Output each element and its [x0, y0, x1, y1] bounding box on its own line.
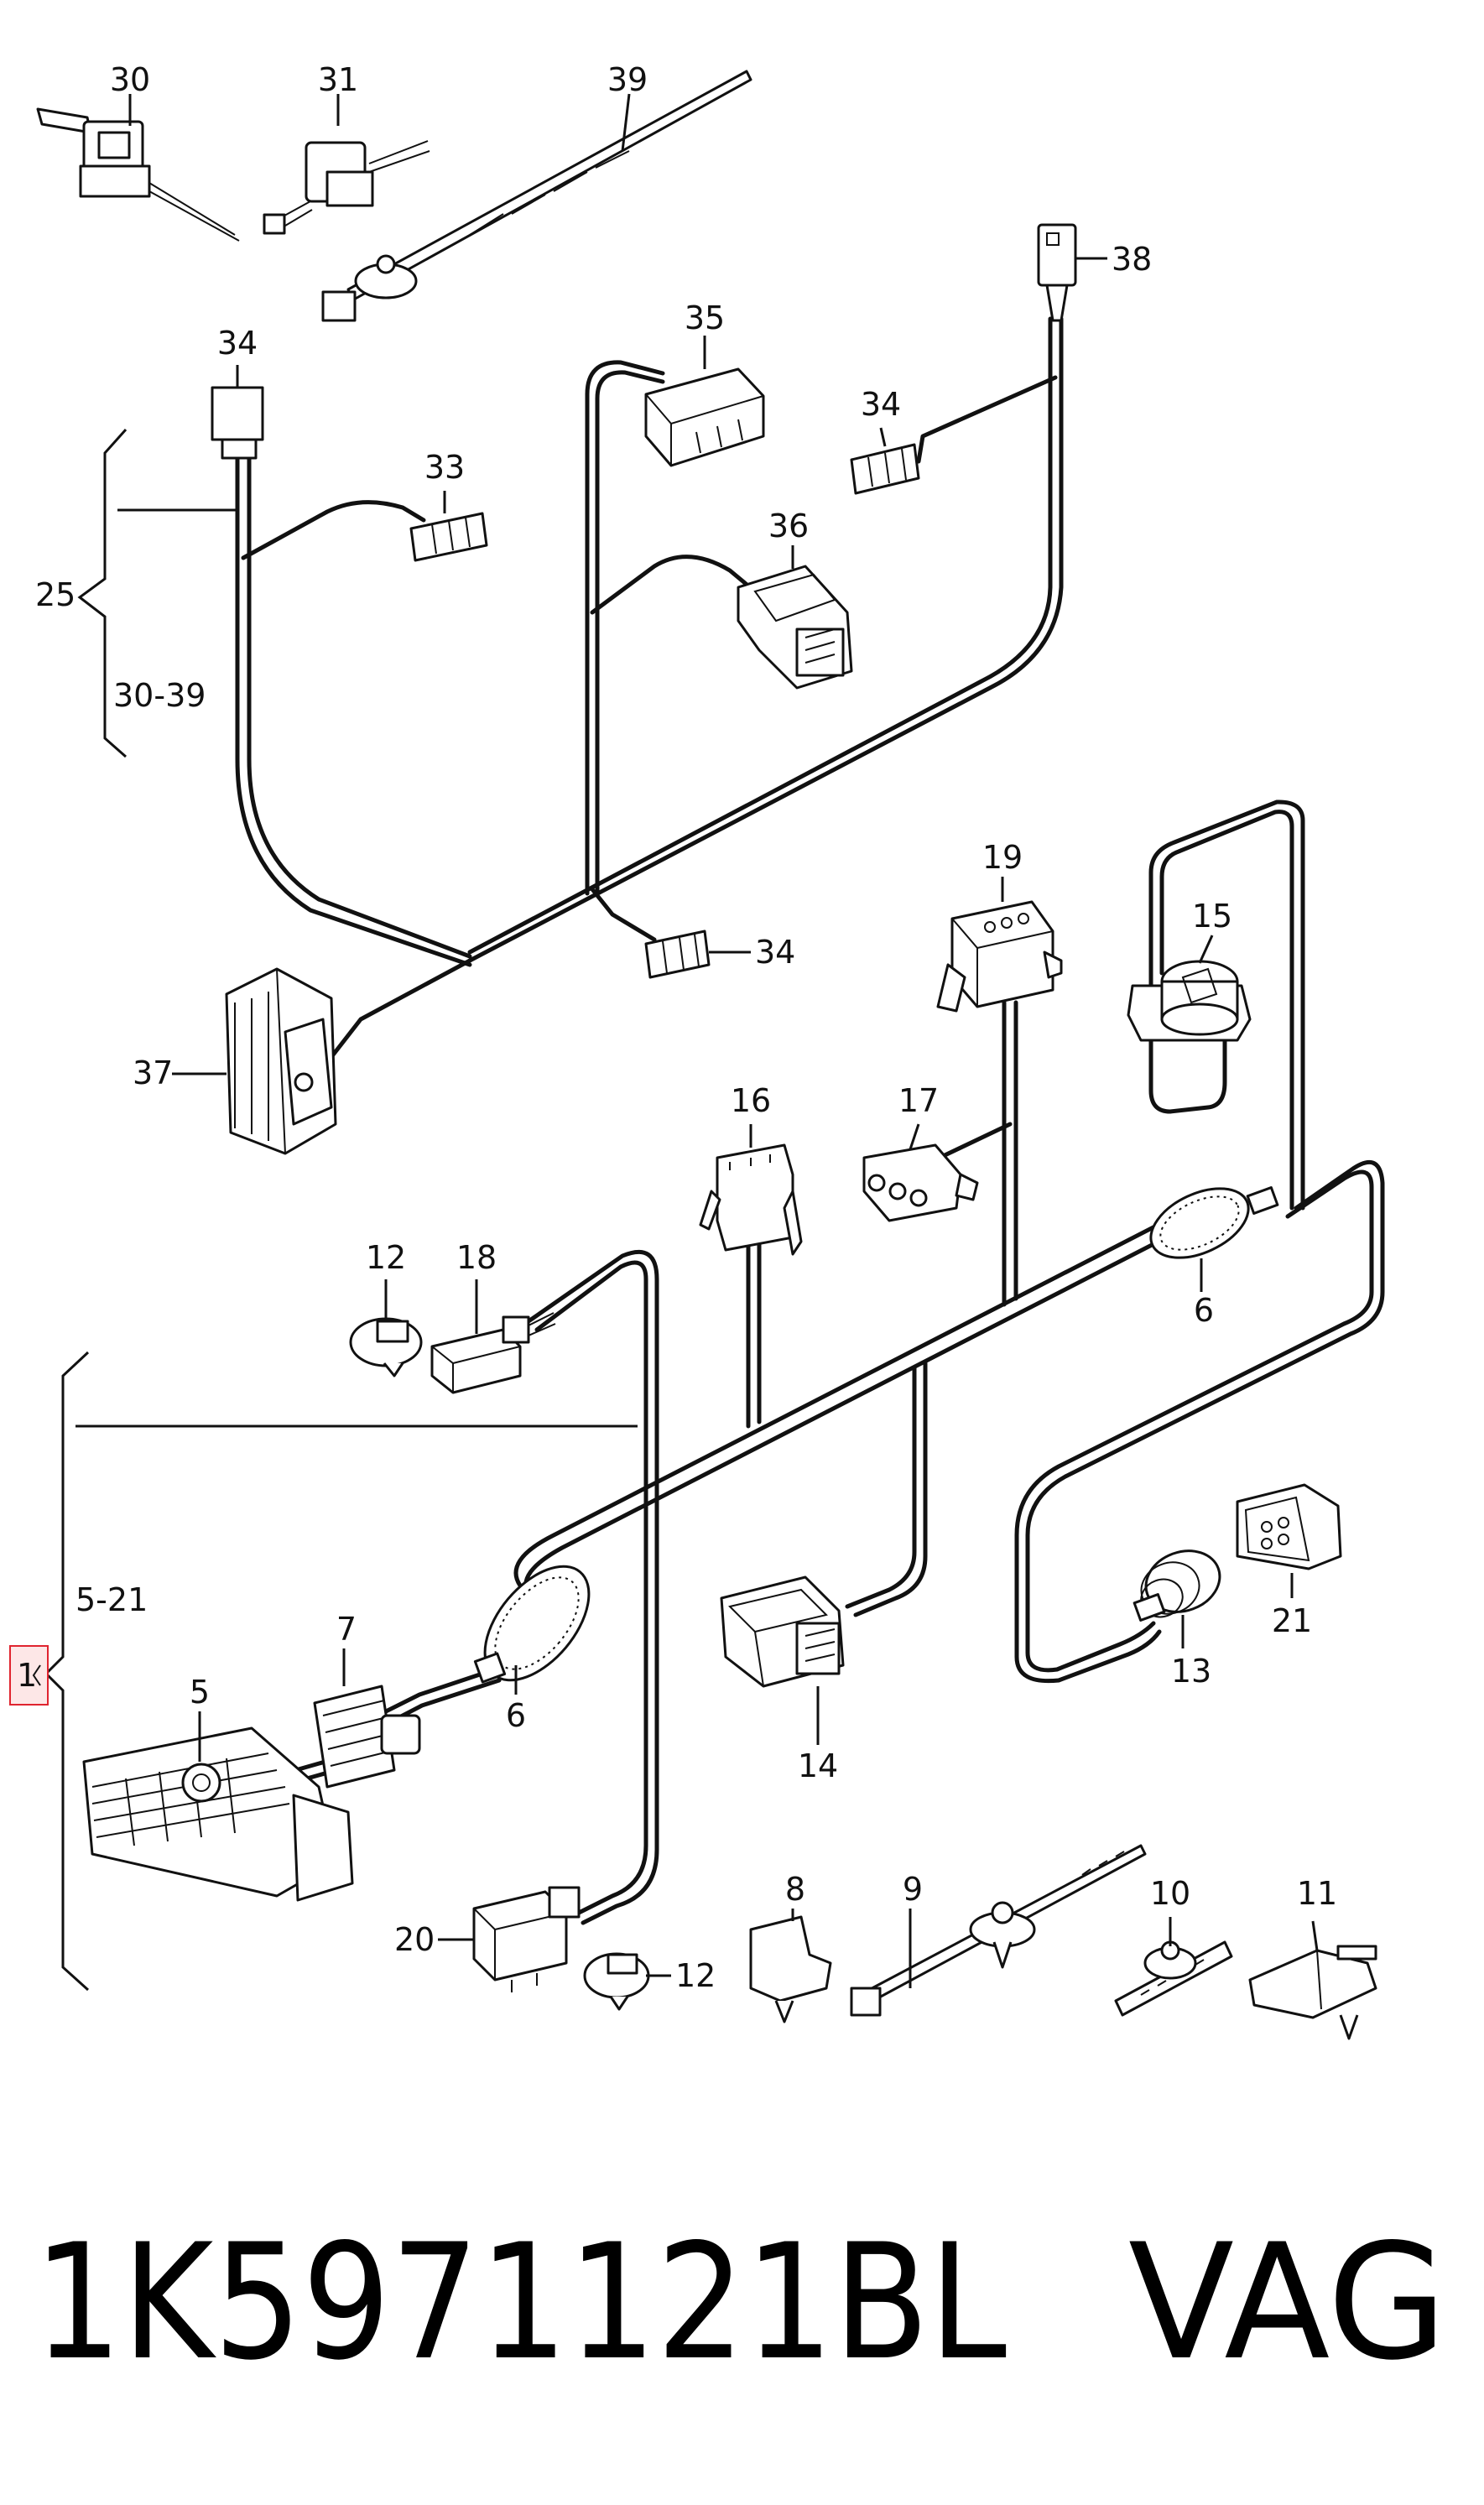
connector-17 — [862, 1143, 979, 1222]
callout-34-right: 34 — [861, 386, 901, 423]
clip-8 — [749, 1915, 832, 2023]
callout-18: 18 — [456, 1239, 497, 1276]
sensor-38 — [1037, 223, 1077, 322]
group-1-range: 5-21 — [76, 1581, 148, 1618]
sensor-15 — [1127, 960, 1252, 1042]
callout-39: 39 — [607, 61, 648, 98]
connector-34-top-left — [211, 386, 264, 460]
callout-6-lower: 6 — [506, 1697, 526, 1734]
callout-20: 20 — [394, 1921, 435, 1958]
selected-marker-box[interactable] — [9, 1645, 49, 1706]
connector-5 — [82, 1726, 354, 1902]
clip-12-upper — [349, 1317, 423, 1377]
cable-tie-9 — [850, 1844, 1147, 2017]
connector-36 — [737, 565, 853, 690]
callout-8: 8 — [785, 1871, 805, 1908]
callout-36: 36 — [768, 508, 809, 544]
callout-leaders — [128, 93, 1319, 1988]
callout-33: 33 — [424, 449, 465, 486]
callout-17: 17 — [898, 1082, 939, 1119]
connector-19 — [936, 900, 1063, 1013]
connector-13 — [1133, 1549, 1221, 1622]
callout-7: 7 — [336, 1611, 357, 1648]
callout-12-lower: 12 — [675, 1957, 716, 1994]
callout-34-top-left: 34 — [217, 325, 258, 362]
callout-9: 9 — [903, 1871, 923, 1908]
connector-20 — [472, 1886, 581, 1992]
group-25-range: 30-39 — [113, 677, 206, 714]
part-number: 1K5971121BL — [34, 2210, 1007, 2395]
callout-37: 37 — [133, 1055, 173, 1091]
connector-30 — [36, 107, 240, 242]
callout-34-lower: 34 — [755, 934, 795, 971]
brand-label: VAG — [1128, 2210, 1447, 2395]
callout-35: 35 — [685, 299, 725, 336]
connector-16 — [699, 1143, 803, 1256]
callout-19: 19 — [982, 839, 1023, 876]
connector-35 — [644, 367, 765, 467]
callout-14: 14 — [798, 1747, 838, 1784]
callout-11: 11 — [1297, 1875, 1337, 1912]
cable-tie-39 — [321, 70, 752, 322]
connector-34-lower — [644, 930, 711, 979]
callout-5: 5 — [190, 1674, 210, 1711]
callout-10: 10 — [1150, 1875, 1190, 1912]
group-25-bracket — [77, 429, 237, 758]
callout-15: 15 — [1192, 898, 1232, 935]
grommet-boot-7 — [313, 1685, 421, 1789]
callout-16: 16 — [731, 1082, 771, 1119]
connector-14 — [720, 1575, 845, 1688]
clip-31 — [263, 140, 430, 235]
callout-21: 21 — [1272, 1602, 1312, 1639]
connector-21 — [1236, 1483, 1342, 1570]
callout-31: 31 — [318, 61, 358, 98]
part-number-footer: 1K5971121BL VAG — [34, 2210, 1447, 2395]
connector-18 — [430, 1312, 556, 1394]
clip-12-lower — [583, 1952, 650, 2011]
callout-6-upper: 6 — [1194, 1292, 1214, 1329]
callout-12-upper: 12 — [366, 1239, 406, 1276]
callout-13: 13 — [1171, 1653, 1211, 1690]
connector-37 — [225, 967, 337, 1155]
callout-38: 38 — [1112, 241, 1152, 278]
grommet-6-upper — [1149, 1186, 1279, 1259]
bracket-11 — [1248, 1945, 1377, 2040]
connector-33 — [409, 512, 488, 562]
connector-34-right — [850, 443, 920, 495]
callout-labels: 30 31 39 38 34 33 35 34 36 34 37 19 15 1… — [17, 61, 1337, 1994]
grommet-6-lower — [473, 1565, 591, 1684]
clip-10 — [1114, 1940, 1233, 2017]
upper-harness-wires — [235, 316, 1064, 1060]
group-25-callout: 25 — [35, 576, 76, 613]
callout-30: 30 — [110, 61, 150, 98]
